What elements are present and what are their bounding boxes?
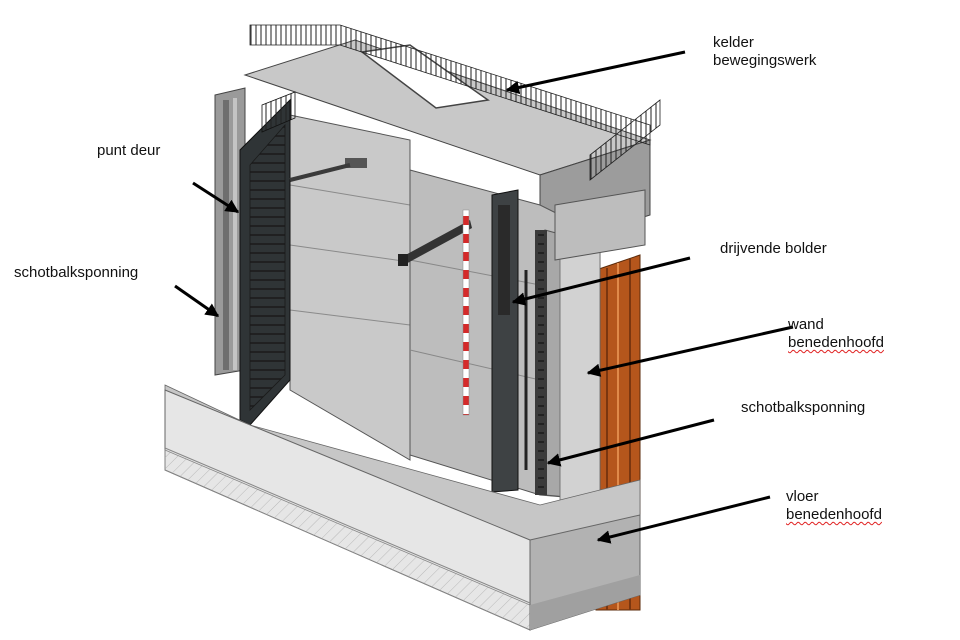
label-kelder-line1: kelder: [713, 34, 754, 51]
arrow-punt-deur: [192, 181, 240, 214]
label-vloer-line1: vloer: [786, 488, 819, 505]
arrow-schotbalk-right: [546, 418, 715, 467]
arrow-drijvende-bolder: [511, 256, 691, 306]
lock-gate: [239, 91, 351, 426]
right-groove-ladder: [535, 230, 547, 495]
label-vloer-benedenhoofd: vloer benedenhoofd: [786, 488, 882, 524]
label-vloer-line2: benedenhoofd: [786, 506, 882, 523]
arrow-schotbalk-left: [174, 284, 220, 318]
label-drijvende-bolder: drijvende bolder: [720, 240, 827, 257]
arrow-kelder: [505, 50, 686, 95]
label-kelder-bewegingswerk: kelder bewegingswerk: [713, 34, 816, 70]
label-punt-deur: punt deur: [97, 142, 161, 159]
arrow-vloer: [596, 495, 771, 544]
label-kelder-line2: bewegingswerk: [713, 52, 817, 69]
drive-arm: [398, 220, 472, 266]
floor-slab: [164, 384, 641, 631]
label-wand-benedenhoofd: wand benedenhoofd: [788, 316, 884, 352]
label-wand-line1: wand: [788, 316, 824, 333]
leader-arrows: [174, 50, 794, 544]
label-schotbalksponning-right: schotbalksponning: [741, 399, 866, 416]
label-schotbalksponning-left: schotbalksponning: [14, 264, 139, 281]
top-railings: [249, 24, 661, 181]
label-wand-line2: benedenhoofd: [788, 334, 884, 351]
level-pole: [462, 209, 470, 416]
arrow-wand: [586, 325, 794, 377]
